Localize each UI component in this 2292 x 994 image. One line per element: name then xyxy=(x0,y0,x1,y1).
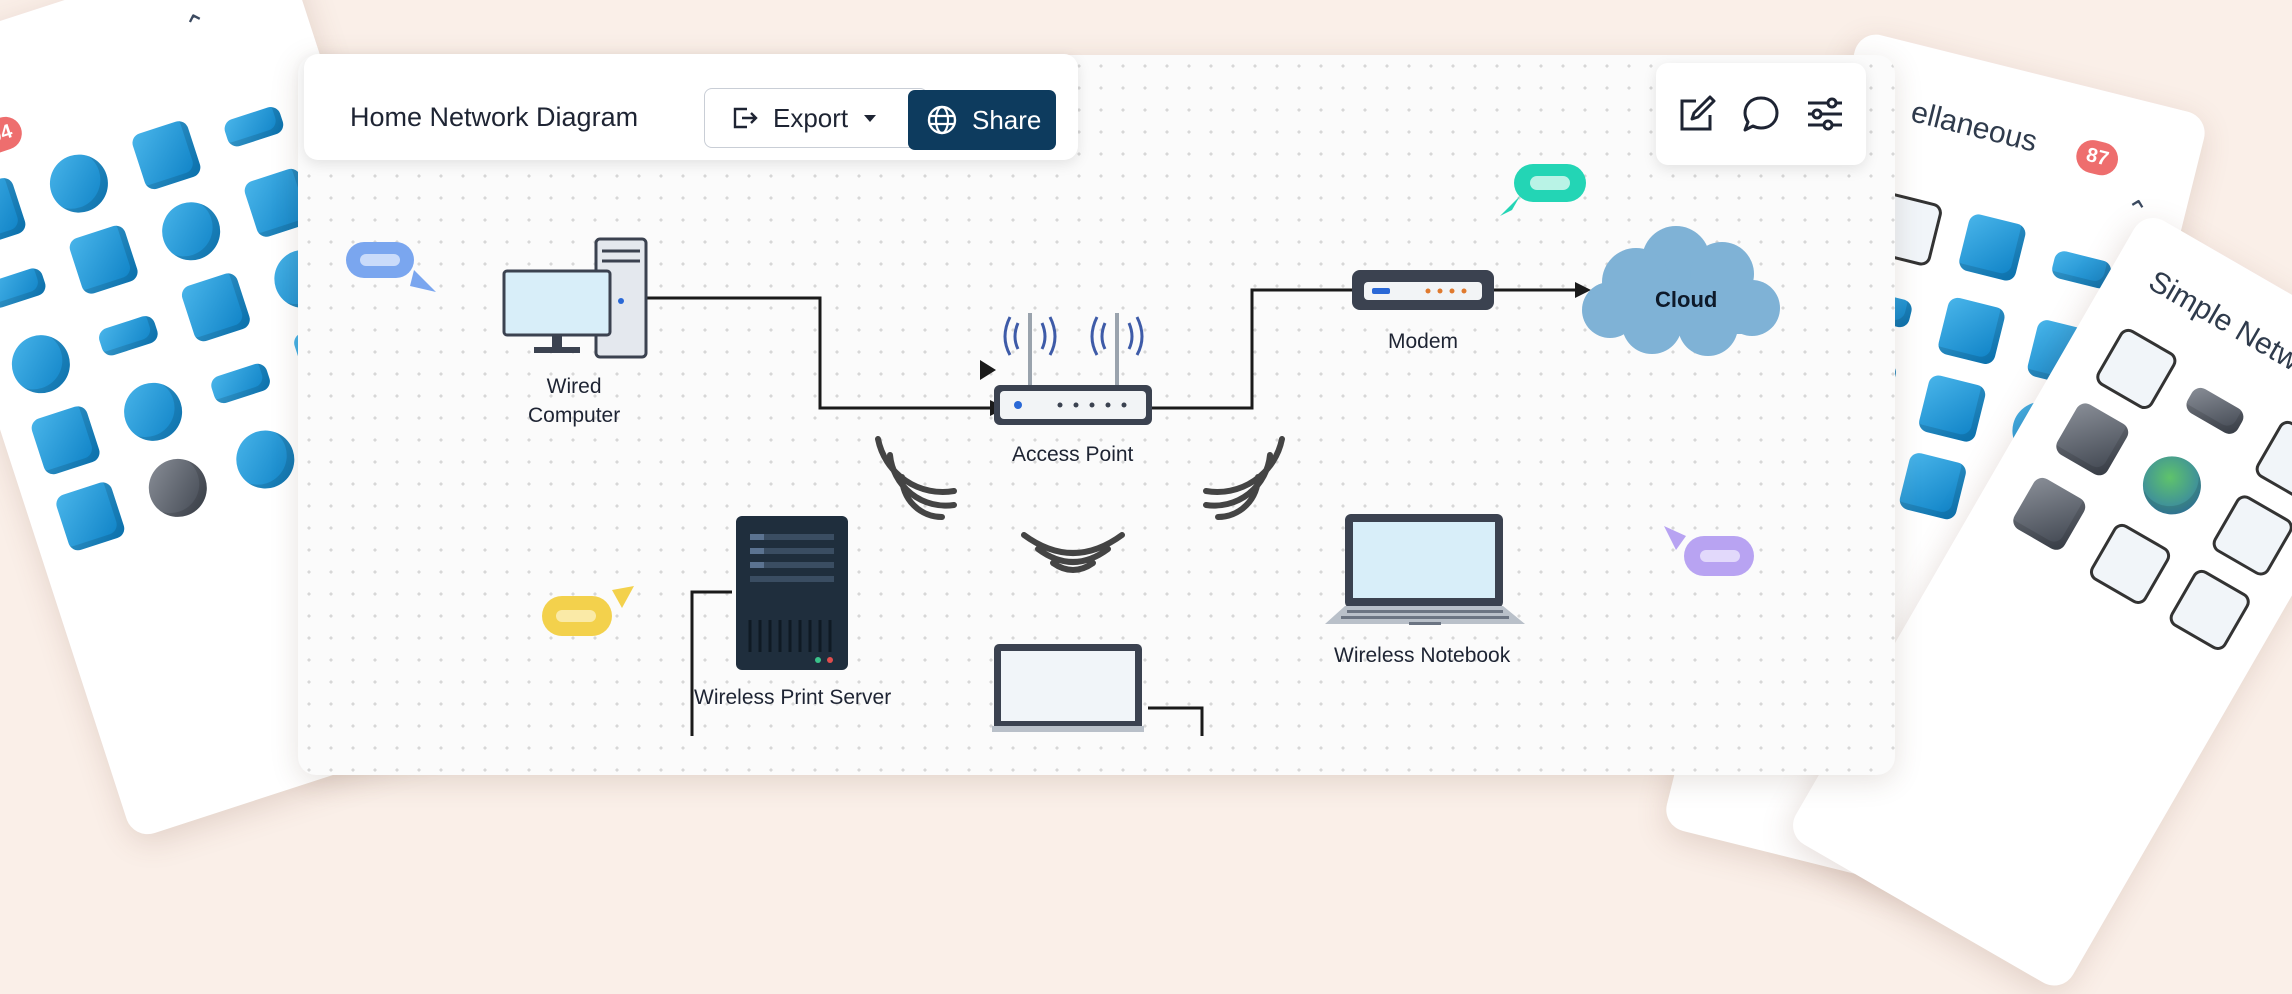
wifi-signal-right-icon xyxy=(1203,436,1285,520)
connector-modem-to-access-point[interactable] xyxy=(1152,288,1352,410)
wireless-print-server-label: Wireless Print Server xyxy=(694,686,892,709)
wireless-notebook-label: Wireless Notebook xyxy=(1334,644,1511,667)
export-button[interactable]: Export xyxy=(704,88,928,148)
document-title[interactable]: Home Network Diagram xyxy=(350,102,639,132)
wifi-signal-left-icon xyxy=(875,436,957,520)
chevron-down-icon xyxy=(862,113,878,123)
export-label: Export xyxy=(773,102,849,133)
top-toolbar: Home Network Diagram Export Share xyxy=(304,54,1078,160)
collaborator-cursor-green xyxy=(1500,164,1586,216)
wireless-notebook-icon[interactable] xyxy=(1323,510,1527,630)
export-icon xyxy=(729,103,759,133)
collaborator-cursor-purple xyxy=(1664,526,1754,576)
laptop-icon[interactable] xyxy=(992,642,1144,732)
share-button[interactable]: Share xyxy=(908,90,1056,150)
collaborator-cursor-blue xyxy=(346,242,436,292)
wired-computer-icon[interactable] xyxy=(500,235,650,365)
connector-laptop[interactable] xyxy=(1148,706,1204,736)
wired-computer-label: Wired Computer xyxy=(528,375,621,427)
cloud-label: Cloud xyxy=(1655,287,1718,312)
settings-sliders-icon[interactable] xyxy=(1798,87,1852,141)
collaborator-cursor-yellow xyxy=(542,586,634,636)
right-tools-bar xyxy=(1656,63,1866,165)
modem-label: Modem xyxy=(1388,330,1459,353)
arrowhead xyxy=(1575,282,1591,298)
share-label: Share xyxy=(972,104,1042,135)
globe-icon xyxy=(926,104,958,136)
cloud-icon[interactable] xyxy=(1580,222,1790,358)
access-point-label: Access Point xyxy=(1012,443,1134,466)
comment-icon[interactable] xyxy=(1734,87,1788,141)
access-point-icon[interactable] xyxy=(990,305,1160,435)
cursor-pointer-icon xyxy=(980,360,996,380)
wifi-signal-bottom-icon xyxy=(1021,532,1125,573)
wireless-print-server-icon[interactable] xyxy=(732,512,852,672)
connector-print-server[interactable] xyxy=(690,590,732,736)
connector-computer-to-access-point[interactable] xyxy=(645,296,990,410)
edit-icon[interactable] xyxy=(1670,87,1724,141)
modem-icon[interactable] xyxy=(1350,268,1496,314)
